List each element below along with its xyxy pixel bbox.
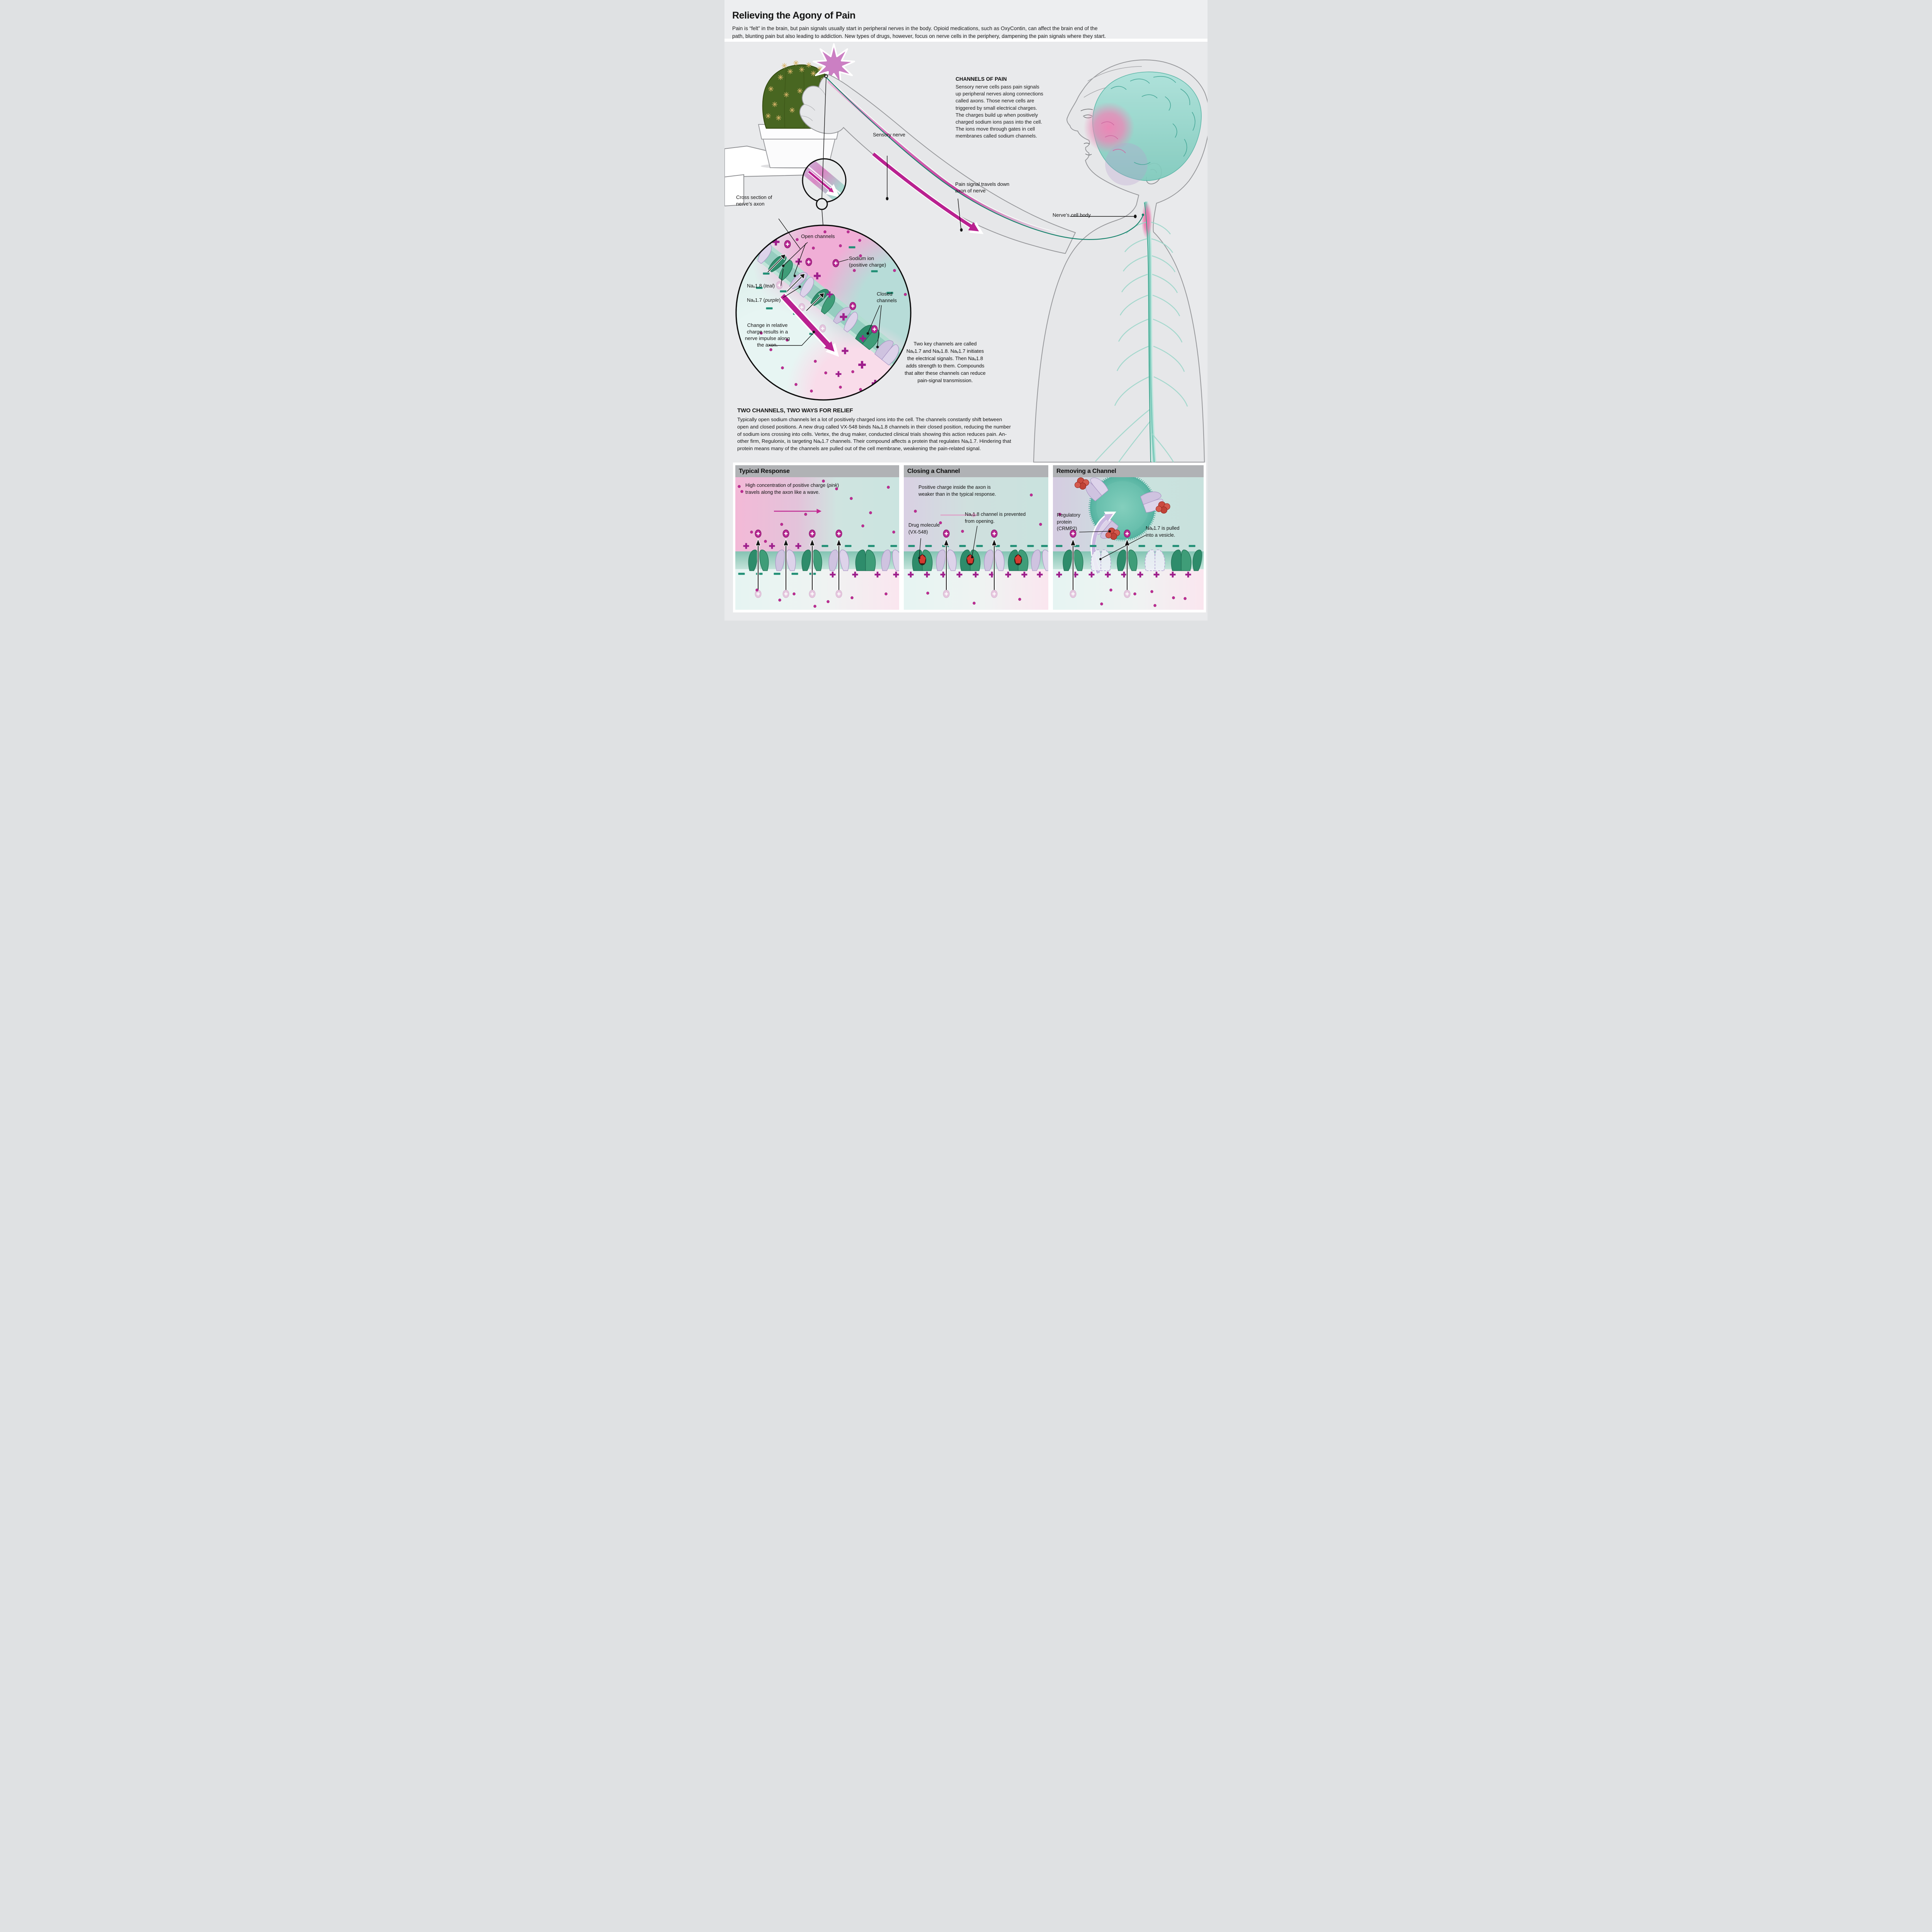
p1-caption: High concentration of positive charge (p… — [745, 483, 839, 495]
panel-typical-response: Typical Response — [735, 465, 899, 610]
label-sodium-ion: Sodium ion (positive charge) — [849, 255, 886, 268]
p2-caption: Positive charge inside the axon is weake… — [918, 485, 996, 497]
axon-magnifier — [802, 158, 847, 210]
channels-of-pain-heading: CHANNELS OF PAIN — [956, 76, 1007, 82]
panel-removing-title: Removing a Channel — [1053, 465, 1204, 477]
human-figure — [1033, 59, 1208, 463]
zoom-origin-ring — [816, 198, 828, 210]
label-two-key-note: Two key channels are called Naᵥ1.7 and N… — [905, 341, 986, 383]
panel-closing-title: Closing a Channel — [904, 465, 1048, 477]
label-open-channels: Open channels — [801, 233, 835, 239]
nerve-branches — [1095, 221, 1188, 463]
p2-channel-label: Naᵥ1.8 channel is prevented from opening… — [965, 512, 1026, 524]
header-divider — [724, 39, 1208, 42]
label-cross-section: Cross section of nerve’s axon — [736, 194, 772, 207]
panel-typical-title: Typical Response — [735, 465, 899, 477]
header-background — [724, 0, 1208, 39]
p2-leaders — [919, 526, 978, 557]
p3-leaders — [1079, 531, 1146, 559]
label-nerve-cell-body: Nerve’s cell body — [1053, 212, 1091, 218]
channels-of-pain-body: Sensory nerve cells pass pain signals up… — [956, 84, 1043, 139]
brain-sulci — [1111, 76, 1196, 165]
relief-body: Typically open sodium channels let a lot… — [737, 417, 1011, 452]
nerve-signal-path — [826, 77, 1145, 240]
brain-sulci-pink — [1101, 121, 1126, 153]
main-illustration — [724, 43, 1208, 463]
pain-signal-arrow — [872, 152, 979, 231]
label-nav18: Naᵥ1.8 (teal) — [747, 283, 775, 289]
brain — [1083, 71, 1202, 185]
axon-cross-section — [735, 224, 912, 401]
relief-heading: TWO CHANNELS, TWO WAYS FOR RELIEF — [737, 407, 853, 414]
label-closed-channels: Closed channels — [877, 291, 897, 303]
panel-closing-channel: Closing a Channel — [904, 465, 1048, 610]
panel-removing-channel: Removing a Channel — [1053, 465, 1204, 610]
p3-vesicle-label: Naᵥ1.7 is pulled into a vesicle. — [1146, 526, 1180, 538]
nerve-impulse-arrow — [781, 294, 835, 352]
intro-text: Pain is “felt” in the brain, but pain si… — [732, 25, 1106, 39]
label-sensory-nerve: Sensory nerve — [873, 132, 905, 138]
p3-protein-label: Regulatory protein (CRMP2) — [1057, 512, 1080, 531]
sensory-nerve-line — [826, 77, 1144, 240]
leader-dots — [782, 197, 1137, 349]
p2-drug-label: Drug molecule (VX-548) — [908, 522, 940, 535]
label-nav17: Naᵥ1.7 (purple) — [747, 297, 781, 303]
pain-starburst-icon — [813, 43, 855, 85]
infographic-page: Relieving the Agony of Pain Pain is “fel… — [724, 0, 1208, 621]
leader-lines — [769, 74, 1134, 346]
page-title: Relieving the Agony of Pain — [732, 10, 855, 21]
label-impulse-note: Change in relative charge results in a n… — [745, 322, 790, 348]
spinal-cord — [1095, 201, 1188, 463]
label-pain-signal: Pain signal travels down axon of nerve — [955, 181, 1010, 194]
